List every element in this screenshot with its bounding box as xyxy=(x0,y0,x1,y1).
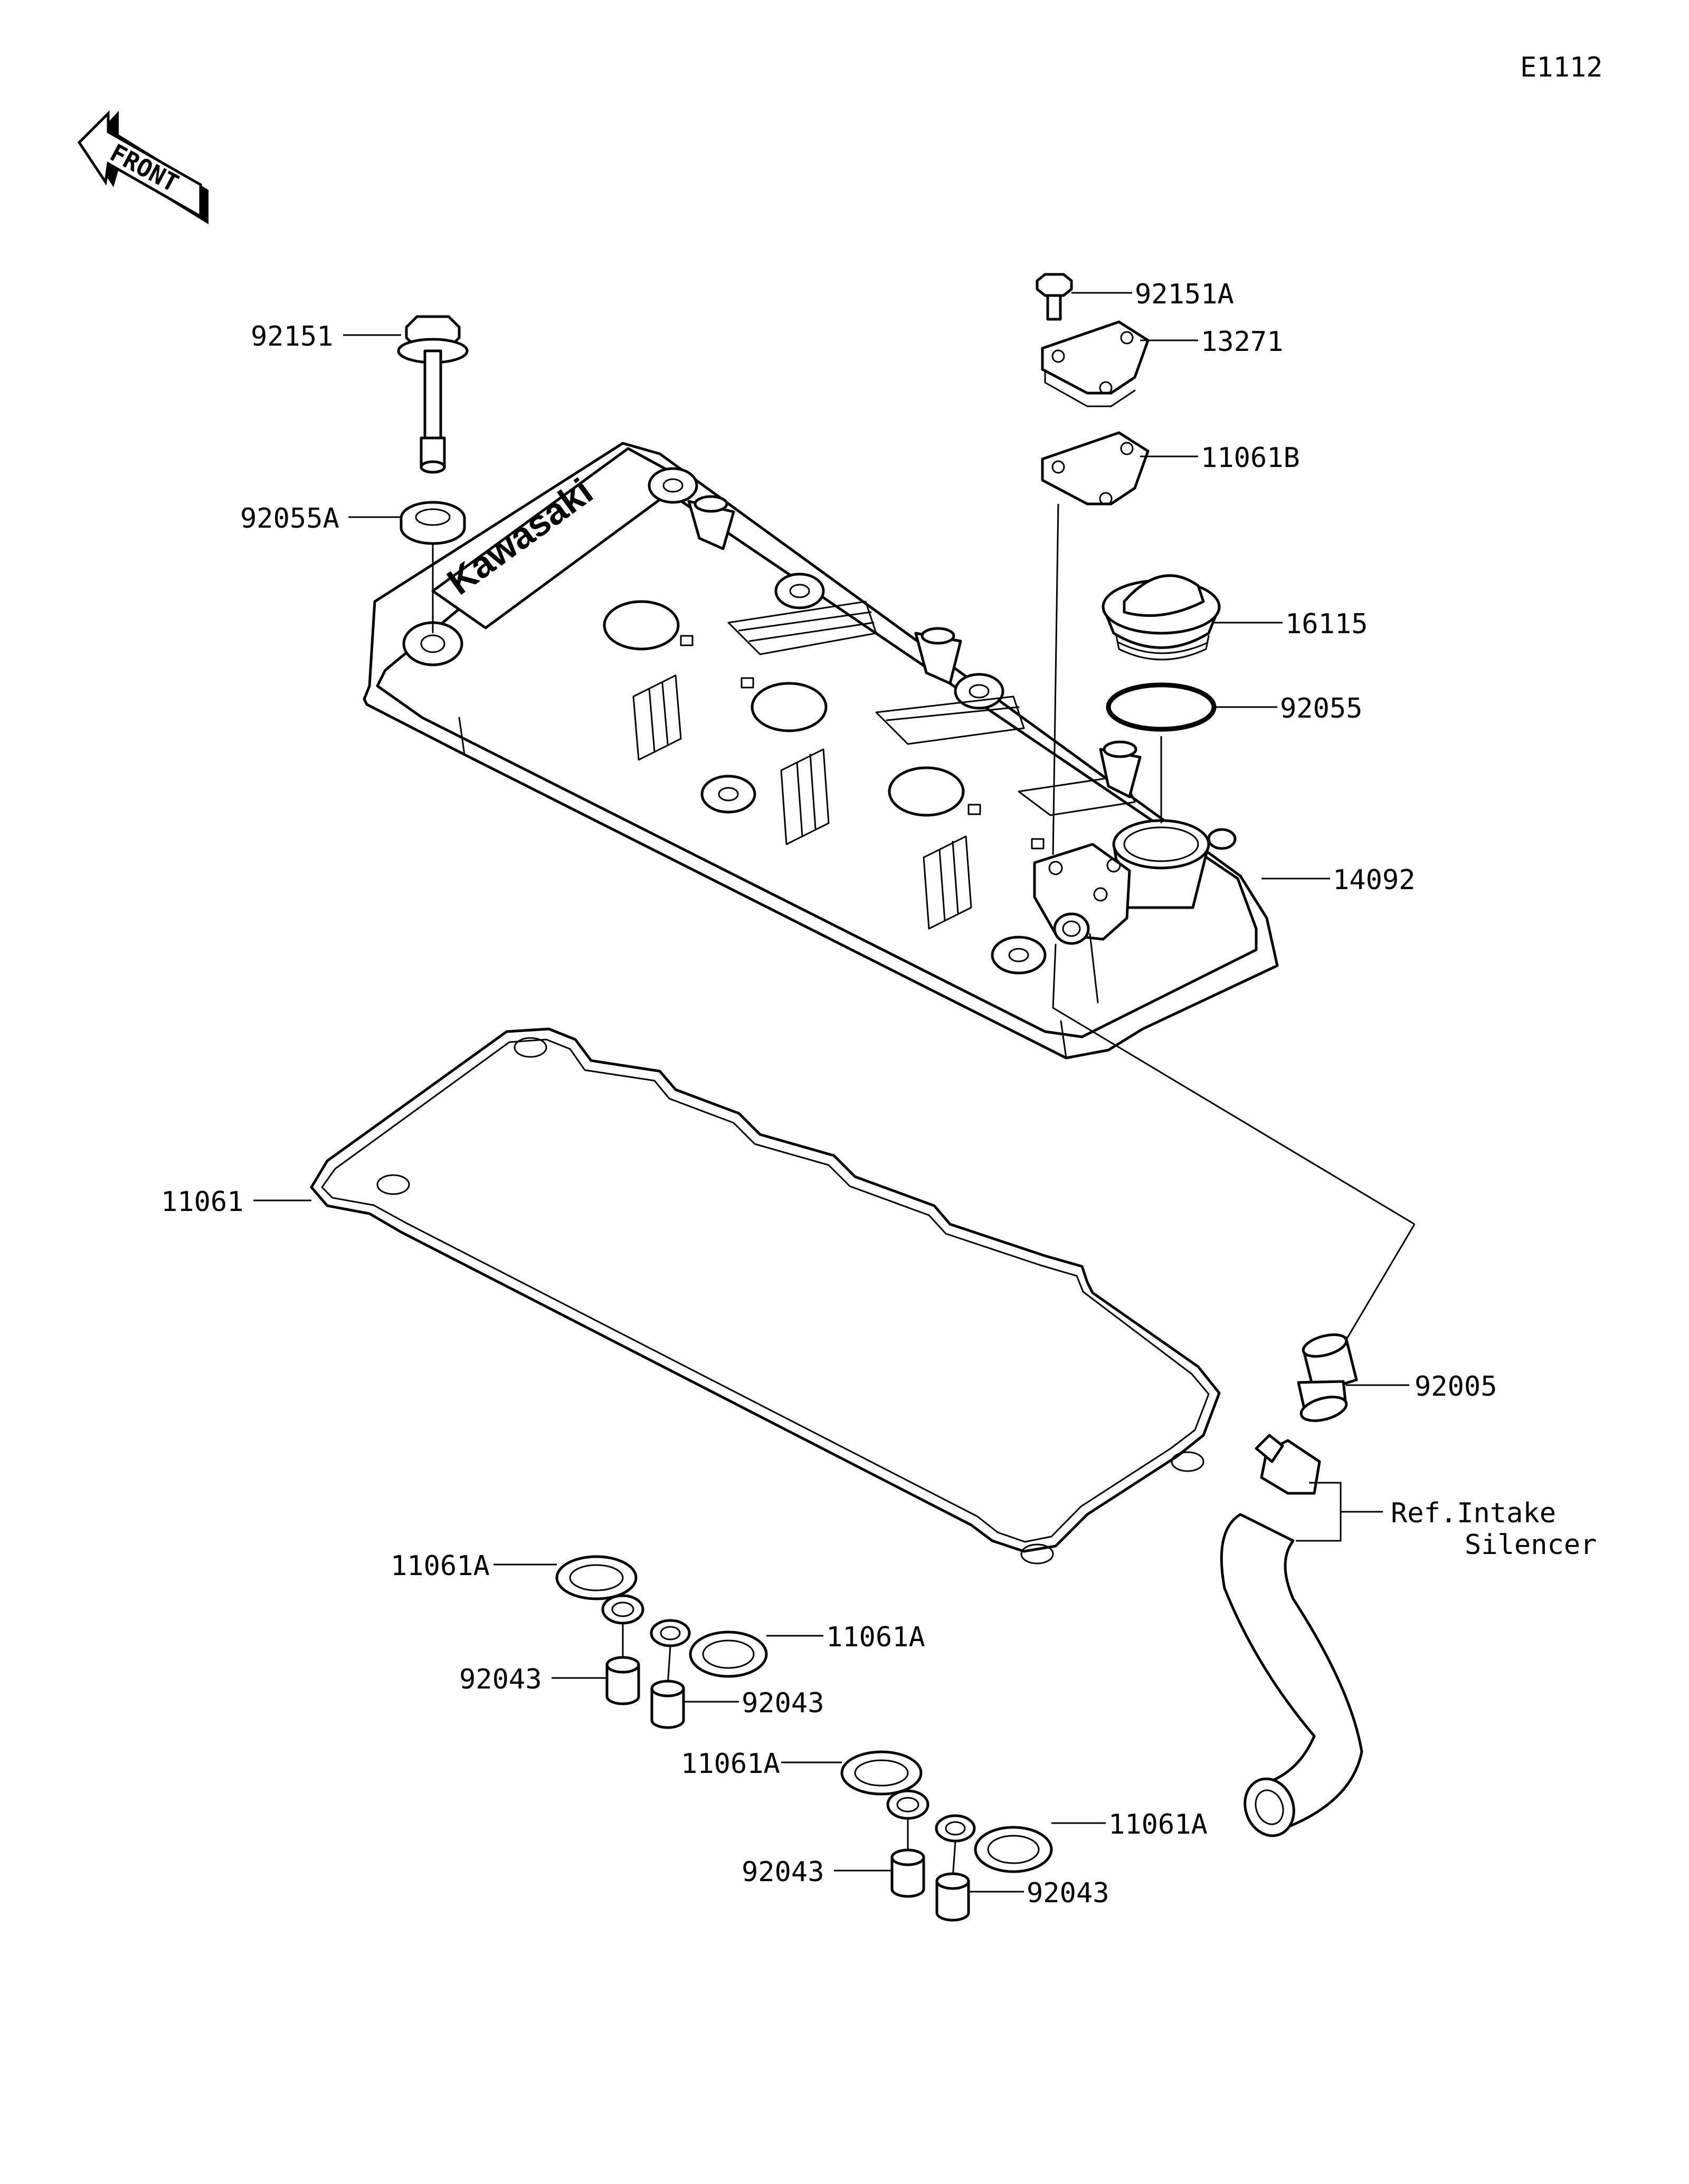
front-label: FRONT xyxy=(106,138,184,198)
plug-gasket-set-4[interactable] xyxy=(935,1814,1053,1922)
diagram-code: E1112 xyxy=(1520,52,1603,83)
cylinder-head-cover[interactable]: Kawasaki xyxy=(363,442,1279,1060)
gasket-11061b[interactable] xyxy=(1041,431,1150,855)
plate-13271[interactable] xyxy=(1041,320,1150,407)
ref-note-line2: Silencer xyxy=(1465,1529,1597,1561)
bolt-92151a[interactable] xyxy=(1036,273,1073,321)
label-washer-seal: 92055A xyxy=(240,503,339,535)
cover-gasket-11061[interactable] xyxy=(310,1027,1221,1565)
label-plug-gasket-4: 11061A xyxy=(1108,1809,1208,1840)
label-oil-cap: 16115 xyxy=(1285,608,1368,640)
label-head-cover: 14092 xyxy=(1333,864,1416,896)
label-o-ring: 92055 xyxy=(1280,693,1363,724)
plug-gasket-set-3[interactable] xyxy=(840,1750,929,1898)
label-collar-3: 92043 xyxy=(742,1856,824,1888)
label-plug-gasket-1: 11061A xyxy=(391,1550,490,1582)
bolt-92151[interactable] xyxy=(397,315,469,474)
label-gasket-plate: 11061B xyxy=(1201,442,1300,474)
fitting-92005[interactable] xyxy=(1052,1007,1416,1425)
oil-cap-16115[interactable] xyxy=(1102,574,1221,661)
plug-gasket-set-2[interactable] xyxy=(650,1619,768,1729)
plug-gasket-set-1[interactable] xyxy=(555,1555,644,1705)
ref-note-line1: Ref.Intake xyxy=(1391,1498,1556,1529)
breather-hose[interactable] xyxy=(1220,1434,1363,1843)
label-cover-gasket: 11061 xyxy=(161,1186,244,1218)
o-ring-92055[interactable] xyxy=(1106,682,1217,823)
front-arrow-icon: FRONT xyxy=(77,110,208,224)
label-fitting: 92005 xyxy=(1415,1371,1497,1403)
label-collar-2: 92043 xyxy=(742,1687,824,1719)
label-plug-gasket-3: 11061A xyxy=(681,1748,780,1780)
seal-92055a[interactable] xyxy=(400,501,466,633)
label-collar-4: 92043 xyxy=(1027,1877,1109,1909)
label-bolt-main: 92151 xyxy=(251,321,334,352)
label-plug-gasket-2: 11061A xyxy=(826,1622,925,1653)
label-collar-1: 92043 xyxy=(459,1664,542,1695)
label-plate: 13271 xyxy=(1201,326,1284,358)
reference-bracket xyxy=(1296,1482,1383,1542)
label-bolt-small: 92151A xyxy=(1135,279,1234,310)
leader-lines xyxy=(253,292,1409,1893)
